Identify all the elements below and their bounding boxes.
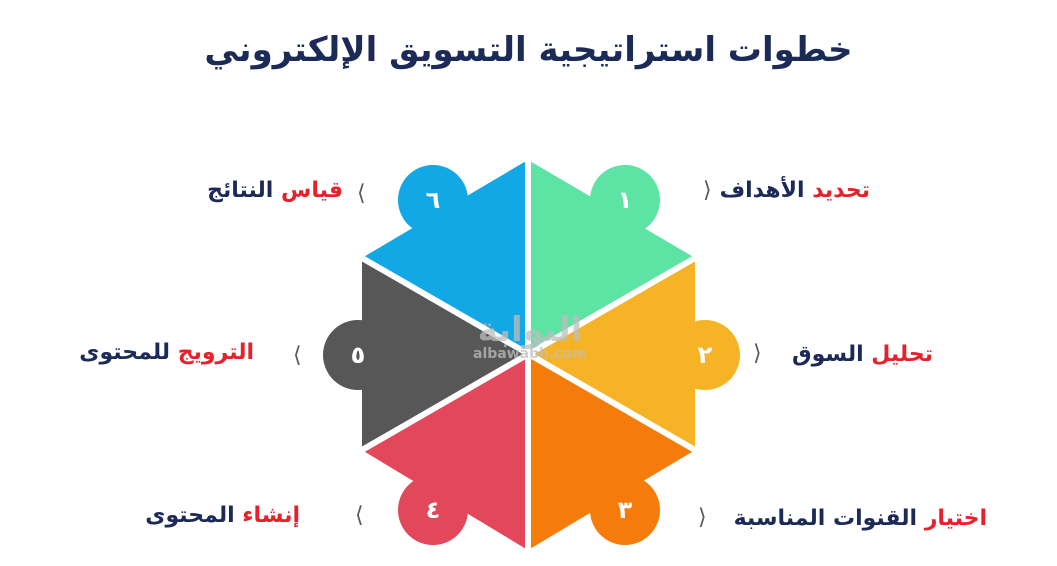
step-5-circle: ٥ [323, 320, 393, 390]
step-3-circle: ٣ [590, 475, 660, 545]
step-1-highlight: تحديد [812, 178, 870, 203]
step-6-label: قياس النتائج [207, 178, 343, 203]
step-5-highlight: الترويج [177, 340, 254, 365]
chevron-icon: ⟨ [355, 503, 364, 528]
chevron-icon: ⟨ [293, 343, 302, 368]
star-notch-right-upper [610, 258, 695, 450]
step-6-highlight: قياس [280, 178, 343, 203]
step-4-highlight: إنشاء [242, 503, 300, 528]
step-3-number: ٣ [617, 496, 633, 524]
step-3-label: اختيار القنوات المناسبة [734, 506, 987, 531]
step-1-label: تحديد الأهداف [720, 178, 870, 203]
chevron-icon: ⟩ [703, 178, 712, 203]
watermark-arabic: البوابة [477, 310, 583, 350]
step-6-rest: النتائج [207, 178, 281, 203]
step-4-label: إنشاء المحتوى [145, 503, 300, 528]
step-1-circle: ١ [590, 165, 660, 235]
step-5-rest: للمحتوى [79, 340, 178, 365]
step-5-number: ٥ [350, 341, 366, 369]
watermark: البوابة albawabh.com [445, 310, 615, 362]
step-2-label: تحليل السوق [792, 342, 933, 367]
step-1-rest: الأهداف [719, 178, 813, 203]
step-6-circle: ٦ [398, 165, 468, 235]
step-2-rest: السوق [791, 342, 872, 367]
step-2-circle: ٢ [670, 320, 740, 390]
step-3-highlight: اختيار [924, 506, 987, 531]
step-1-number: ١ [617, 186, 633, 214]
step-4-circle: ٤ [398, 475, 468, 545]
page-title: خطوات استراتيجية التسويق الإلكتروني [204, 30, 853, 70]
chevron-icon: ⟩ [753, 341, 762, 366]
step-6-number: ٦ [425, 186, 441, 214]
star-notch-left [362, 258, 447, 450]
step-2-number: ٢ [697, 341, 713, 369]
step-2-highlight: تحليل [871, 342, 933, 367]
star-divider-diag2 [360, 255, 697, 453]
step-3-rest: القنوات المناسبة [733, 506, 925, 531]
step-5-label: الترويج للمحتوى [79, 340, 254, 365]
chevron-icon: ⟨ [357, 181, 366, 206]
step-4-number: ٤ [425, 496, 441, 524]
chevron-icon: ⟩ [698, 505, 707, 530]
step-4-rest: المحتوى [145, 503, 243, 528]
watermark-latin: albawabh.com [473, 346, 587, 362]
